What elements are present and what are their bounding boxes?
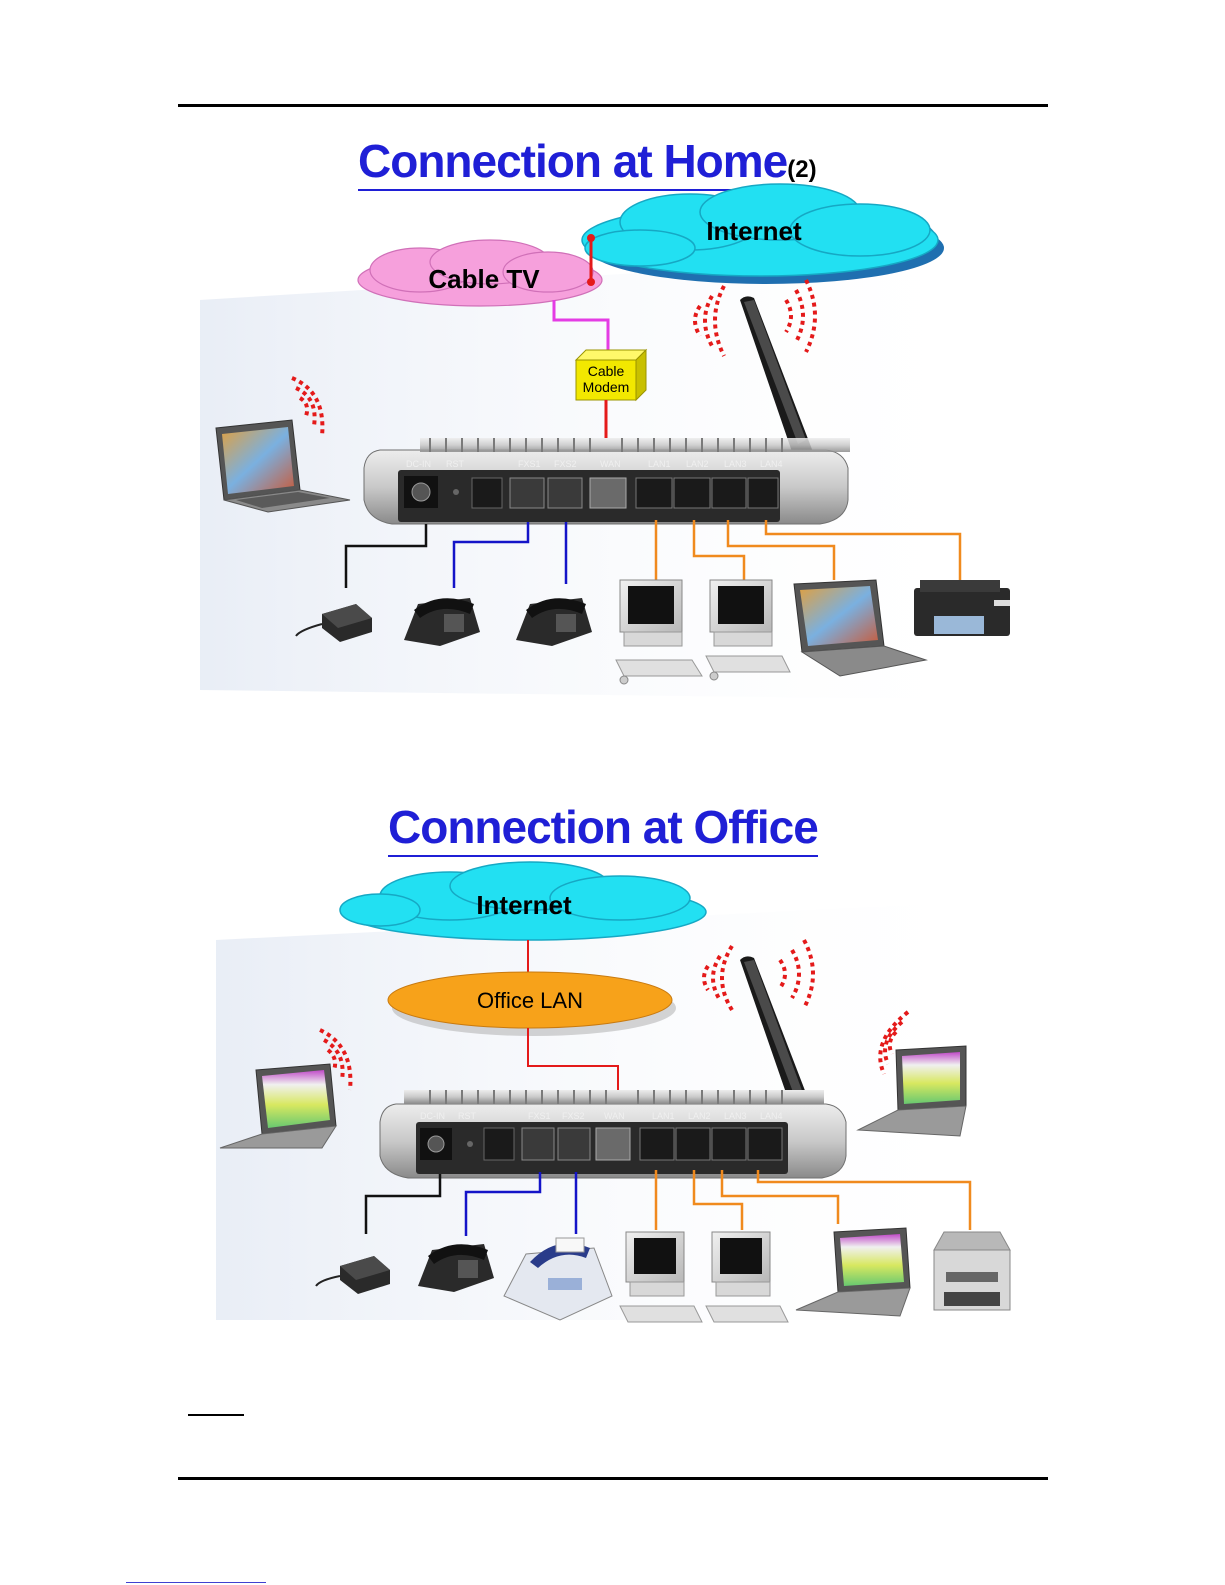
home-cable-modem: Cable Modem: [576, 350, 646, 400]
office-port-lan3: LAN3: [724, 1111, 747, 1121]
office-internet-label: Internet: [476, 890, 572, 920]
home-port-lan3: LAN3: [724, 459, 747, 469]
home-router: DC-IN RST FXS1 FXS2 WAN LAN1 LAN2 LAN3 L…: [364, 438, 850, 524]
office-internet-cloud: Internet: [340, 862, 706, 940]
home-cable-tv-cloud: Cable TV: [358, 240, 602, 306]
home-modem-label-1: Cable: [588, 363, 625, 379]
office-lan-label: Office LAN: [477, 988, 583, 1013]
footer-link-underline: [126, 1582, 266, 1583]
home-cable-tv-label: Cable TV: [428, 264, 540, 294]
home-modem-label-2: Modem: [583, 379, 630, 395]
home-port-lan1: LAN1: [648, 459, 671, 469]
home-port-wan: WAN: [600, 459, 621, 469]
office-port-lan1: LAN1: [652, 1111, 675, 1121]
office-port-lan4: LAN4: [760, 1111, 783, 1121]
home-printer-icon: [914, 580, 1010, 636]
home-port-fxs2: FXS2: [554, 459, 577, 469]
office-port-wan: WAN: [604, 1111, 625, 1121]
home-port-dcin: DC-IN: [406, 459, 431, 469]
office-port-dcin: DC-IN: [420, 1111, 445, 1121]
office-diagram: Internet Office LAN: [216, 862, 1010, 1322]
office-port-rst: RST: [458, 1111, 477, 1121]
note-underline: [188, 1414, 244, 1416]
office-port-fxs2: FXS2: [562, 1111, 585, 1121]
home-port-fxs1: FXS1: [518, 459, 541, 469]
office-lan-cloud: Office LAN: [388, 972, 676, 1036]
home-internet-label: Internet: [706, 216, 802, 246]
office-port-fxs1: FXS1: [528, 1111, 551, 1121]
office-multifunction-printer-icon: [934, 1232, 1010, 1310]
home-port-lan4: LAN4: [760, 459, 783, 469]
home-port-rst: RST: [446, 459, 465, 469]
home-diagram: Internet Cable TV Cable Modem: [200, 184, 1010, 700]
office-router: DC-IN RST FXS1 FXS2 WAN LAN1 LAN2 LAN3 L…: [380, 1090, 846, 1178]
home-internet-cloud: Internet: [582, 184, 944, 284]
office-port-lan2: LAN2: [688, 1111, 711, 1121]
home-port-lan2: LAN2: [686, 459, 709, 469]
